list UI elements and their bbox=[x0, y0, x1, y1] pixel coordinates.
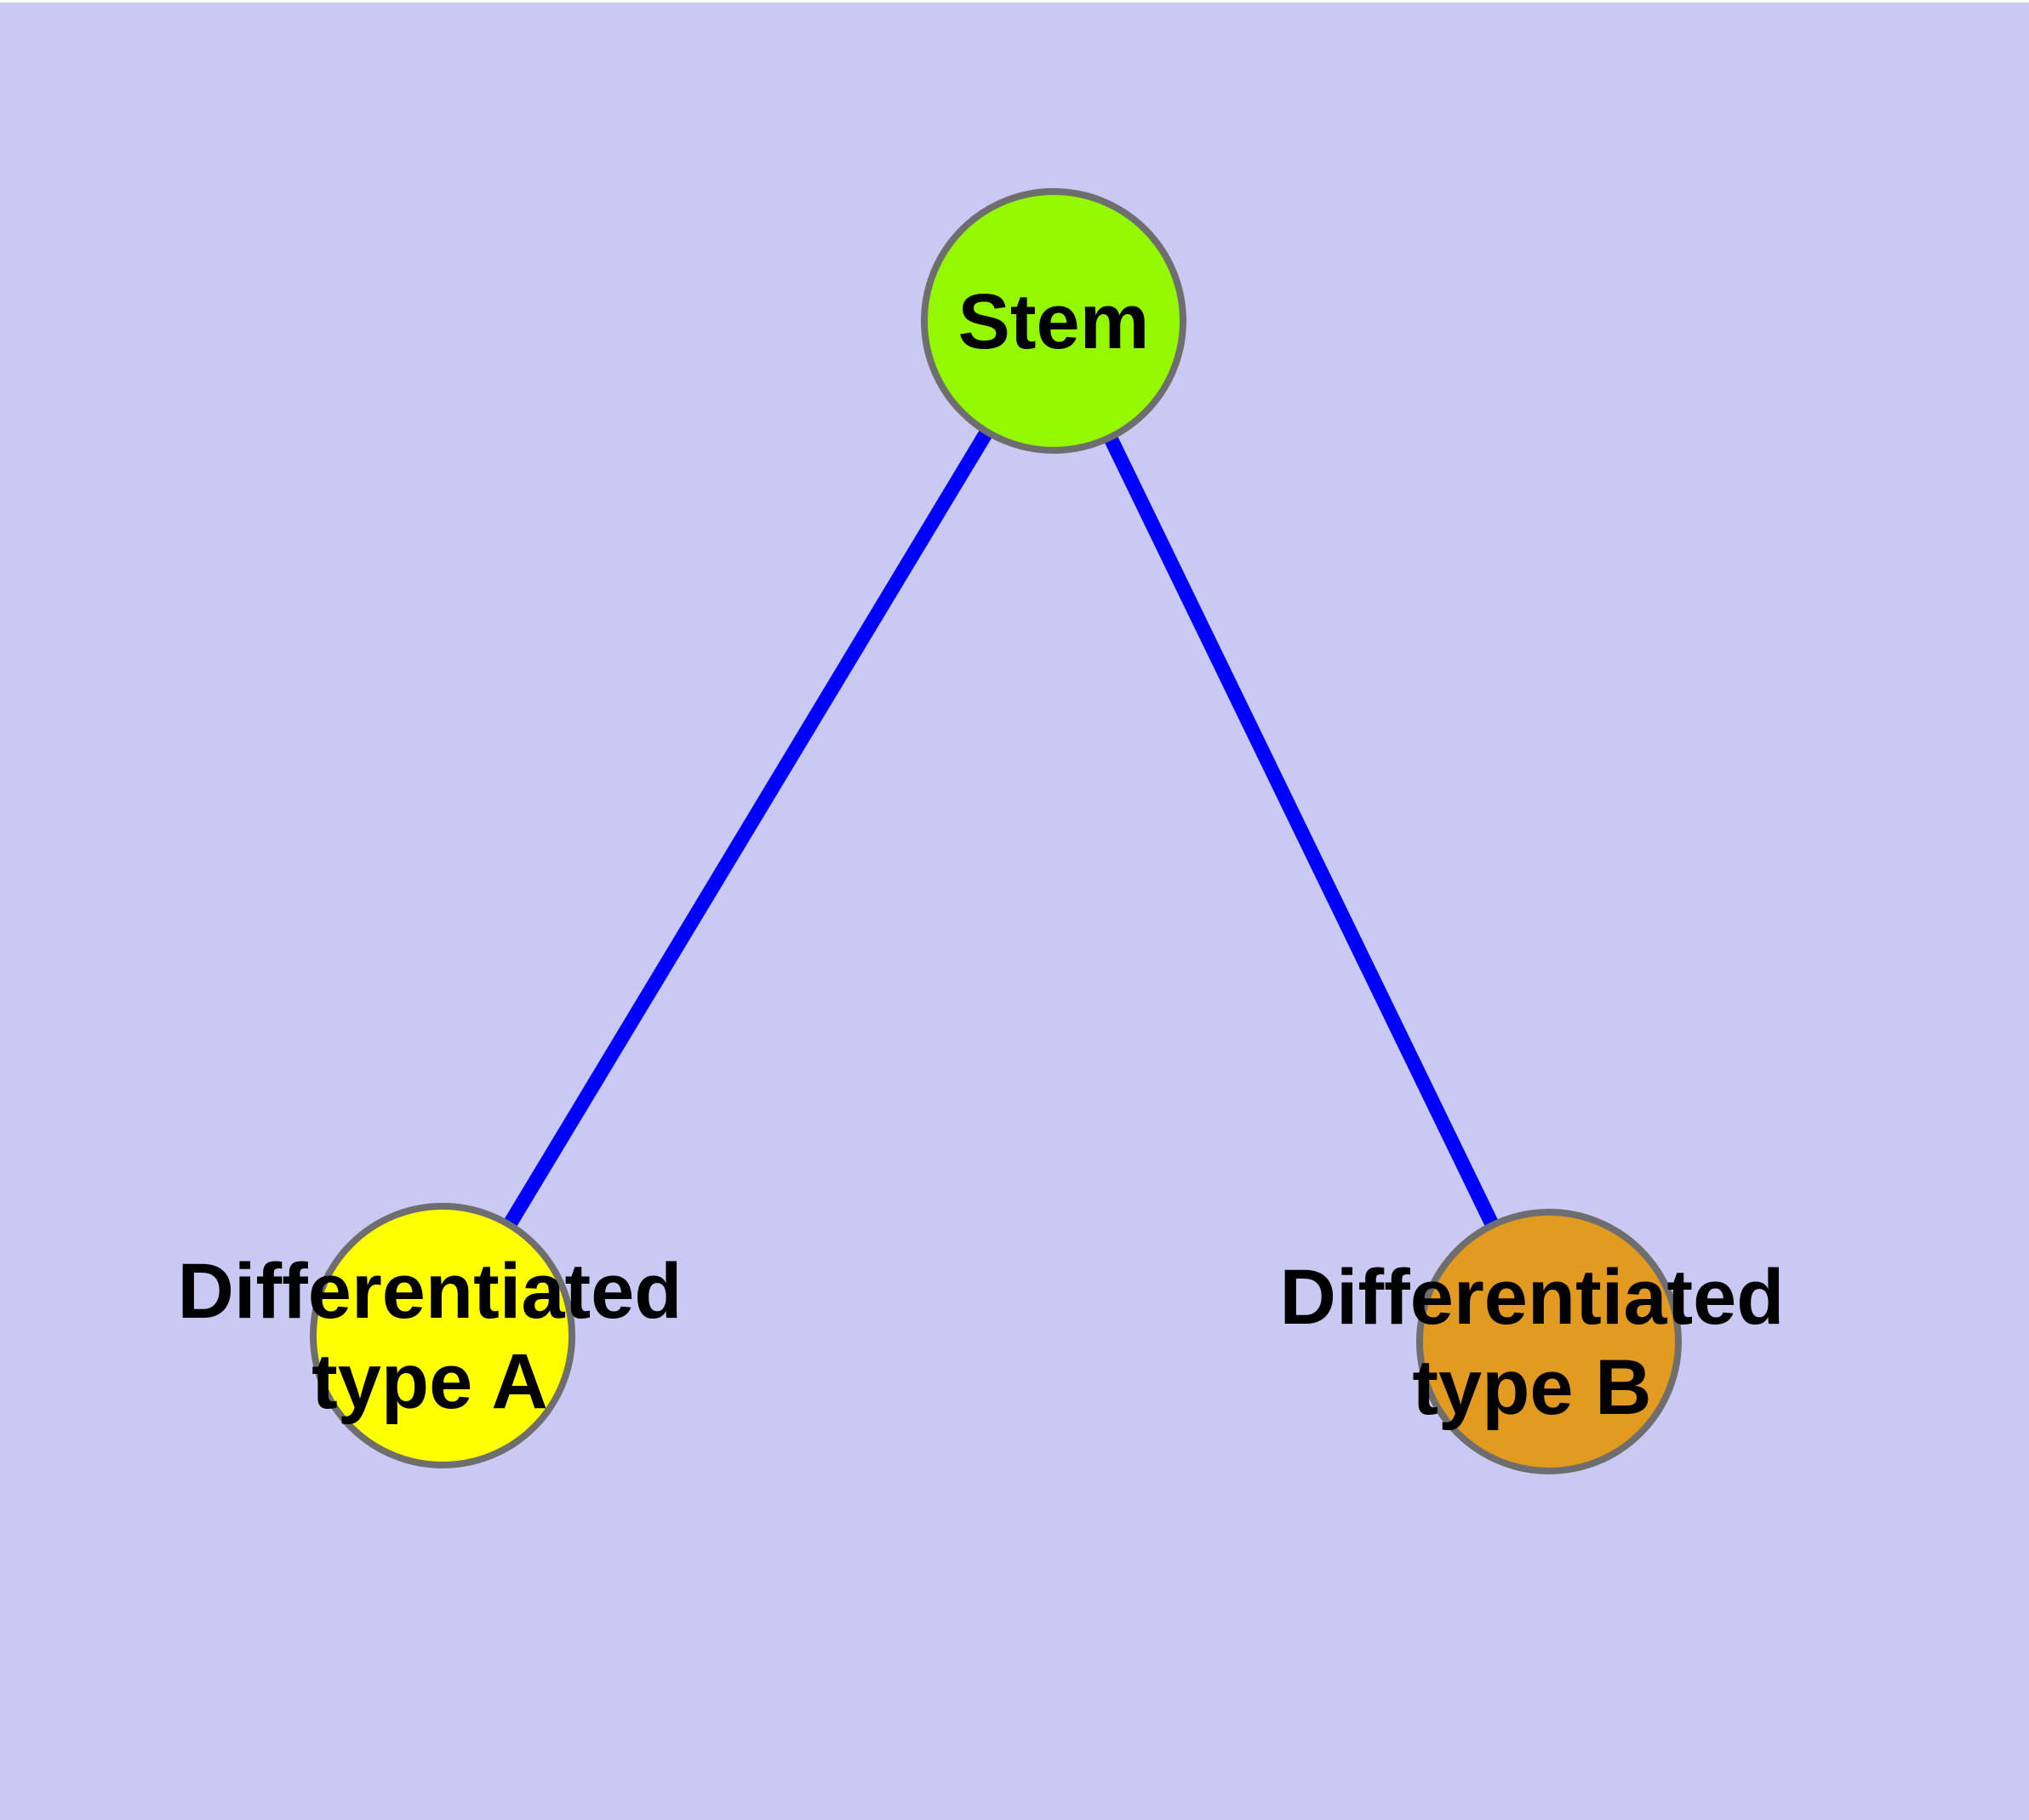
node-circle-differentiated-type-b[interactable] bbox=[1416, 1209, 1682, 1474]
node-label-line: Differentiated bbox=[1280, 1254, 1785, 1341]
node-circle-differentiated-type-a[interactable] bbox=[310, 1203, 575, 1468]
node-circle-stem[interactable] bbox=[921, 188, 1186, 454]
node-label-line: Differentiated bbox=[178, 1248, 683, 1335]
node-label-line: Stem bbox=[958, 278, 1150, 365]
node-label-line: type A bbox=[311, 1338, 548, 1425]
node-label-stem: Stem bbox=[958, 278, 1150, 365]
node-stem[interactable]: Stem bbox=[921, 188, 1186, 454]
edge-stem-to-differentiated-type-b bbox=[1047, 318, 1556, 1345]
edge-stem-to-differentiated-type-a bbox=[436, 317, 1060, 1340]
node-label-line: type B bbox=[1412, 1344, 1651, 1431]
